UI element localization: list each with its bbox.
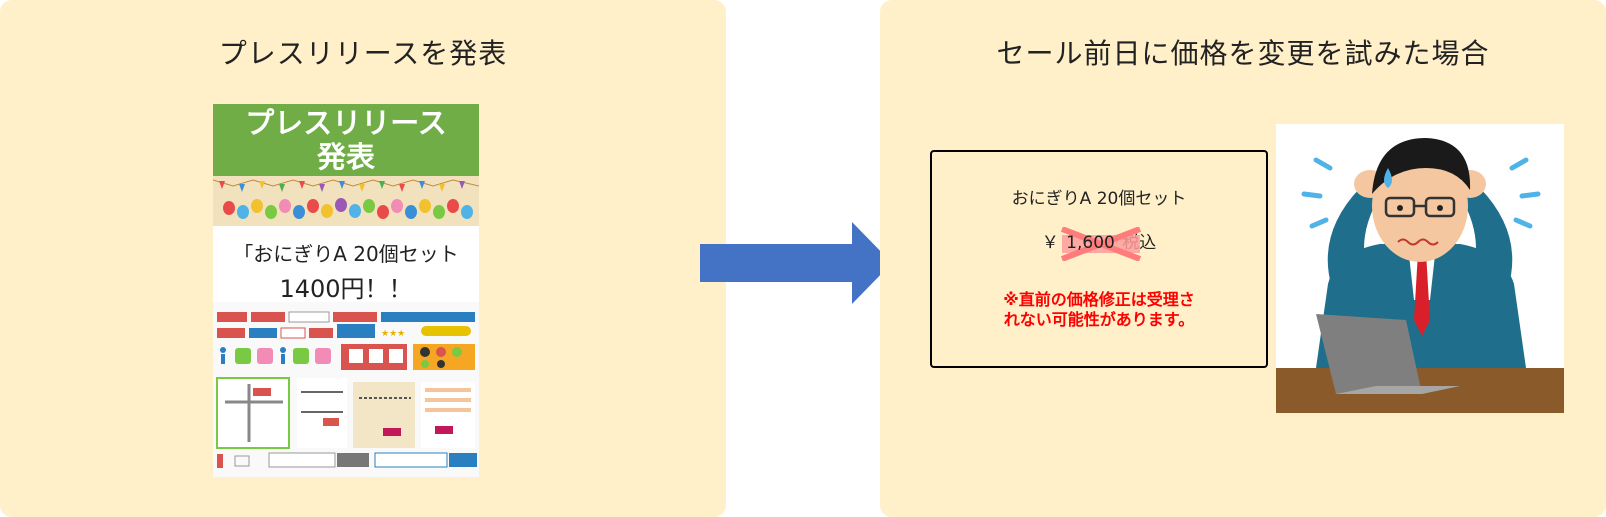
currency-symbol: ￥ [1041,233,1059,253]
flyer-price-text: 「おにぎりA 20個セット 1400円！！ [213,228,479,303]
flyer-price-line: 1400円！！ [279,275,413,303]
product-name: おにぎりA 20個セット [1011,189,1187,209]
warning-line2: れない可能性があります。 [1003,310,1195,329]
party-balloons-image [213,176,479,226]
strike-through-mark [1061,227,1142,261]
price-value: 1,600 [1066,233,1115,253]
press-release-title: プレスリリースを発表 [218,37,508,70]
warning-line1: ※直前の価格修正は受理さ [1003,290,1195,309]
flyer-banner-line1: プレスリリース [245,106,447,140]
price-card: おにぎりA 20個セット ￥ 1,600 税込 ※直前の価格修正は受理さ れない… [930,150,1268,368]
flyer-banner: プレスリリース 発表 [213,104,479,176]
svg-text:★★★: ★★★ [381,329,405,339]
right-arrow [700,222,892,304]
worried-businessman-illustration [1276,124,1564,413]
struck-price: 1,600 [1061,227,1142,261]
press-release-flyer: プレスリリース 発表 [213,104,479,477]
price-change-title: セール前日に価格を変更を試みた場合 [996,37,1490,70]
flyer-clipart-image: ★★★ [213,302,479,477]
price-line: ￥ 1,600 税込 [932,227,1266,261]
flyer-banner-line2: 発表 [316,140,375,174]
warning-text: ※直前の価格修正は受理さ れない可能性があります。 [932,290,1266,330]
flyer-product-line: 「おにぎりA 20個セット [233,242,459,266]
